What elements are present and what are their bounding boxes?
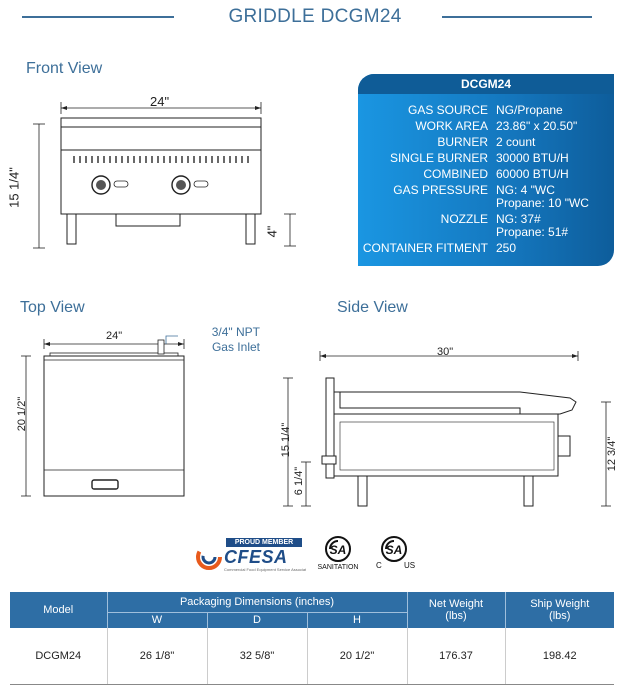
spec-row: NOZZLE NG: 37# Propane: 51#: [358, 213, 614, 239]
spec-key: SINGLE BURNER: [389, 151, 488, 165]
col-model-header: Model: [10, 592, 107, 628]
side-height-label: 15 1/4": [280, 422, 292, 458]
col-h-header: H: [306, 611, 407, 628]
spec-value: 2 count: [496, 135, 536, 149]
csa-us-icon: SA: [381, 536, 407, 562]
table-row: DCGM24 26 1/8" 32 5/8" 20 1/2" 176.37 19…: [10, 628, 614, 685]
spec-key: BURNER: [437, 135, 488, 149]
top-view-title: Top View: [20, 299, 85, 316]
top-view-drawing: [21, 335, 185, 497]
knob-icon: [171, 175, 209, 195]
cell-model: DCGM24: [10, 628, 107, 685]
spec-key: CONTAINER FITMENT: [362, 241, 488, 255]
spec-value: 30000 BTU/H: [496, 151, 569, 165]
side-view-title: Side View: [337, 299, 408, 316]
front-width-label: 24": [150, 94, 170, 109]
side-view-drawing: [283, 351, 611, 507]
cell-w: 26 1/8": [106, 628, 207, 685]
spec-key: WORK AREA: [415, 119, 488, 133]
page-title: GRIDDLE DCGM24: [228, 6, 402, 27]
front-view-drawing: [33, 102, 296, 249]
cfesa-proud-label: PROUD MEMBER: [226, 538, 302, 547]
knob-icon: [91, 175, 129, 195]
front-view-title: Front View: [26, 60, 103, 77]
spec-value: NG: 37# Propane: 51#: [496, 212, 569, 239]
col-packaging-header: Packaging Dimensions (inches): [106, 592, 407, 612]
header-rule-right: [442, 16, 592, 18]
top-width-label: 24": [106, 330, 123, 342]
side-depth-label: 30": [437, 346, 454, 358]
cell-ship-weight: 198.42: [504, 628, 614, 685]
spec-row: CONTAINER FITMENT 250: [358, 242, 614, 255]
spec-value: 60000 BTU/H: [496, 167, 569, 181]
gas-inlet-label: 3/4" NPT Gas Inlet: [211, 325, 260, 354]
svg-text:SA: SA: [386, 543, 403, 557]
cell-d: 32 5/8": [206, 628, 307, 685]
spec-key: GAS PRESSURE: [393, 183, 488, 197]
csa-us-logo: SA C US: [370, 535, 420, 575]
spec-row: SINGLE BURNER 30000 BTU/H: [358, 152, 614, 165]
packaging-table: Model Packaging Dimensions (inches) Net …: [10, 592, 614, 685]
side-rear-height-label: 12 3/4": [606, 436, 618, 472]
csa-sanitation-icon: SA: [325, 536, 351, 562]
spec-row: BURNER 2 count: [358, 136, 614, 149]
csa-sanitation-label: SANITATION: [317, 564, 359, 571]
spec-value: NG/Propane: [496, 103, 563, 117]
csa-us-label: US: [404, 561, 416, 570]
spec-model: DCGM24: [358, 74, 614, 94]
spec-row: WORK AREA 23.86" x 20.50": [358, 120, 614, 133]
cfesa-subtitle: Commercial Food Equipment Service Associ…: [224, 567, 306, 572]
col-ship-weight-header: Ship Weight (lbs): [504, 592, 614, 628]
svg-text:SA: SA: [330, 543, 347, 557]
spec-row: COMBINED 60000 BTU/H: [358, 168, 614, 181]
col-d-header: D: [206, 611, 307, 628]
spec-key: COMBINED: [423, 167, 488, 181]
cfesa-swirl-icon: [196, 544, 222, 570]
spec-value: 250: [496, 241, 517, 255]
csa-c-label: C: [376, 561, 382, 570]
front-height-label: 15 1/4": [6, 167, 22, 208]
cell-h: 20 1/2": [306, 628, 407, 685]
cfesa-logo: PROUD MEMBER CFESA Commercial Food Equip…: [196, 538, 306, 574]
top-depth-label: 20 1/2": [16, 396, 28, 432]
csa-sanitation-logo: SA SANITATION: [316, 535, 360, 575]
header-rule-left: [22, 16, 174, 18]
front-leg-label: 4": [264, 225, 280, 238]
spec-value: NG: 4 "WC Propane: 10 "WC: [496, 183, 589, 210]
side-leg-label: 6 1/4": [293, 466, 305, 496]
spec-row: GAS SOURCE NG/Propane: [358, 104, 614, 117]
spec-key: GAS SOURCE: [407, 103, 488, 117]
col-net-weight-header: Net Weight (lbs): [406, 592, 505, 628]
spec-value: 23.86" x 20.50": [496, 119, 578, 133]
cfesa-name: CFESA: [224, 547, 288, 567]
spec-row: GAS PRESSURE NG: 4 "WC Propane: 10 "WC: [358, 184, 614, 210]
spec-key: NOZZLE: [440, 212, 488, 226]
col-w-header: W: [106, 611, 207, 628]
cell-net-weight: 176.37: [406, 628, 505, 685]
